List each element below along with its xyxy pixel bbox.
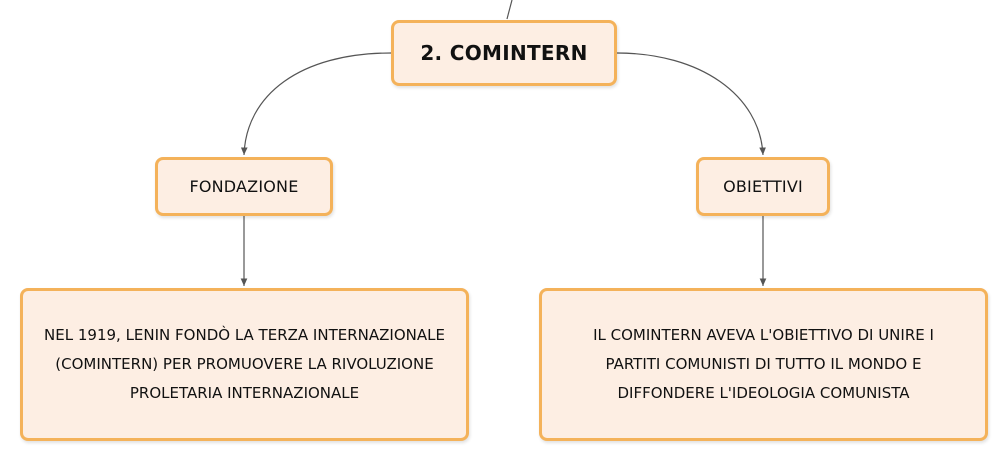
- branch-node-fondazione[interactable]: FONDAZIONE: [155, 157, 333, 216]
- branch-node-label: OBIETTIVI: [723, 177, 803, 196]
- branch-node-obiettivi[interactable]: OBIETTIVI: [696, 157, 830, 216]
- branch-node-label: FONDAZIONE: [189, 177, 299, 196]
- connector-root-to-fondazione: [240, 52, 392, 156]
- incoming-connector: [506, 0, 513, 20]
- connector-root-to-obiettivi: [616, 52, 766, 156]
- description-node-fondazione[interactable]: NEL 1919, LENIN FONDÒ LA TERZA INTERNAZI…: [20, 288, 469, 441]
- description-line: NEL 1919, LENIN FONDÒ LA TERZA INTERNAZI…: [44, 326, 445, 344]
- root-node-label: 2. COMINTERN: [420, 41, 588, 65]
- description-node-obiettivi[interactable]: IL COMINTERN AVEVA L'OBIETTIVO DI UNIRE …: [539, 288, 988, 441]
- description-text: IL COMINTERN AVEVA L'OBIETTIVO DI UNIRE …: [593, 321, 934, 408]
- description-line: IL COMINTERN AVEVA L'OBIETTIVO DI UNIRE …: [593, 326, 934, 344]
- description-text: NEL 1919, LENIN FONDÒ LA TERZA INTERNAZI…: [44, 321, 445, 408]
- description-line: (COMINTERN) PER PROMUOVERE LA RIVOLUZION…: [55, 355, 434, 373]
- description-line: PROLETARIA INTERNAZIONALE: [129, 384, 360, 402]
- root-node-comintern[interactable]: 2. COMINTERN: [391, 20, 617, 86]
- description-line: DIFFONDERE L'IDEOLOGIA COMUNISTA: [617, 384, 910, 402]
- description-line: PARTITI COMUNISTI DI TUTTO IL MONDO E: [605, 355, 922, 373]
